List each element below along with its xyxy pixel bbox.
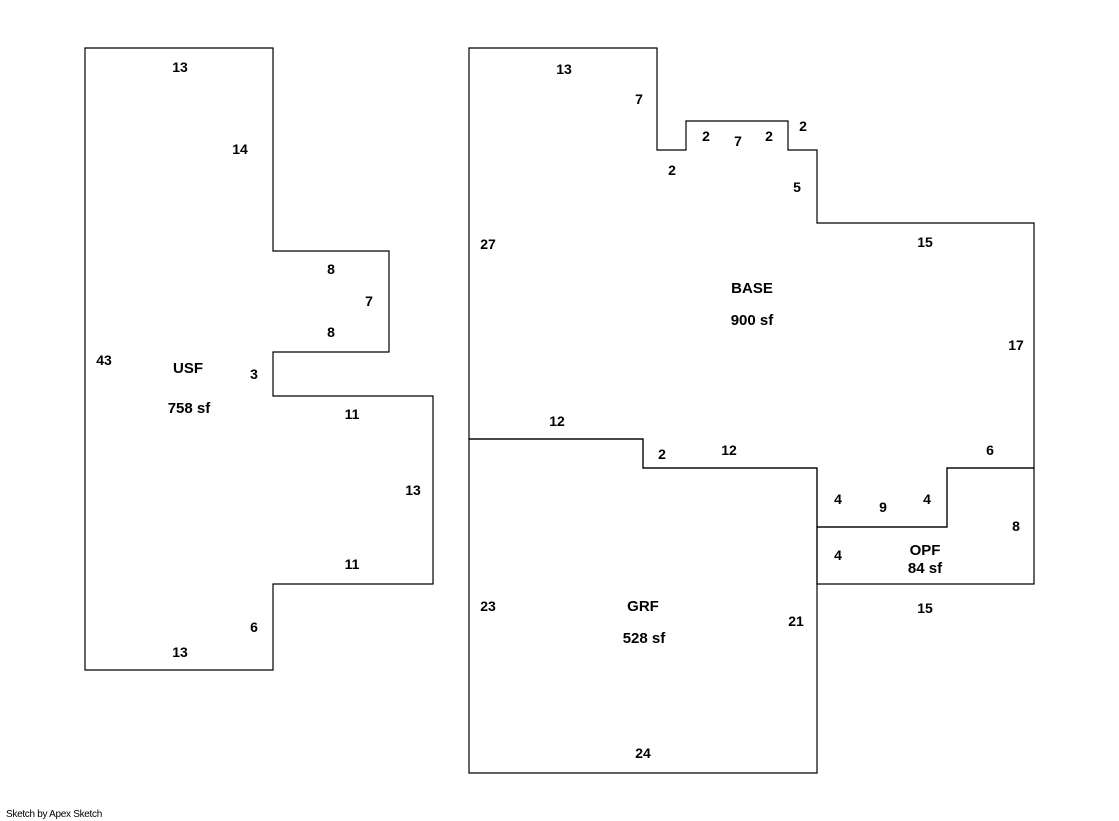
- usf-dim-bottom: 13: [172, 644, 188, 660]
- opf-outline: [816, 467, 1035, 585]
- base-dim-step-bottom: 2: [668, 162, 676, 178]
- usf-dim-upper-right: 14: [232, 141, 248, 157]
- base-dim-bay-left: 2: [702, 128, 710, 144]
- opf-dim-upper-left: 4: [834, 491, 842, 507]
- grf-outline: [468, 438, 818, 774]
- usf-dim-bump-bottom: 8: [327, 324, 335, 340]
- usf-dim-wing-top: 11: [345, 406, 360, 422]
- footer-credit: Sketch by Apex Sketch: [6, 809, 102, 820]
- opf-dim-top: 9: [879, 499, 887, 515]
- grf-dim-left: 23: [480, 598, 496, 614]
- grf-dim-bottom: 24: [635, 745, 651, 761]
- usf-outline: [84, 47, 434, 671]
- base-dim-right-top: 15: [917, 234, 933, 250]
- opf-dim-bottom: 15: [917, 600, 933, 616]
- base-dim-top: 13: [556, 61, 572, 77]
- base-size: 900 sf: [731, 312, 775, 329]
- grf-name: GRF: [627, 598, 659, 615]
- opf-name: OPF: [910, 542, 941, 559]
- base-dim-bay-corner: 2: [799, 118, 807, 134]
- usf-name: USF: [173, 360, 203, 377]
- opf-dim-right: 8: [1012, 518, 1020, 534]
- grf-dim-right: 21: [788, 613, 804, 629]
- base-dim-bottom-step: 2: [658, 446, 666, 462]
- opf-dim-step: 4: [923, 491, 931, 507]
- usf-dim-bump-right: 7: [365, 293, 373, 309]
- opf-size: 84 sf: [908, 560, 943, 577]
- base-dim-bottom-left: 12: [549, 413, 565, 429]
- base-dim-bay-drop: 5: [793, 179, 801, 195]
- base-dim-bay-right: 2: [765, 128, 773, 144]
- usf-dim-bump-top: 8: [327, 261, 335, 277]
- base-dim-bottom-right: 6: [986, 442, 994, 458]
- usf-dim-top: 13: [172, 59, 188, 75]
- base-dim-bottom-mid: 12: [721, 442, 737, 458]
- usf-dim-wing-bottom: 11: [345, 556, 360, 572]
- usf-dim-left: 43: [96, 352, 112, 368]
- base-dim-step-right: 7: [635, 91, 643, 107]
- base-dim-right: 17: [1008, 337, 1024, 353]
- base-dim-left: 27: [480, 236, 496, 252]
- opf-dim-left: 4: [834, 547, 842, 563]
- usf-dim-wing-right: 13: [405, 482, 421, 498]
- usf-size: 758 sf: [168, 400, 212, 417]
- grf-size: 528 sf: [623, 630, 667, 647]
- base-dim-bay-top: 7: [734, 133, 742, 149]
- usf-dim-notch: 3: [250, 366, 258, 382]
- usf-dim-lower-right: 6: [250, 619, 258, 635]
- base-name: BASE: [731, 280, 773, 297]
